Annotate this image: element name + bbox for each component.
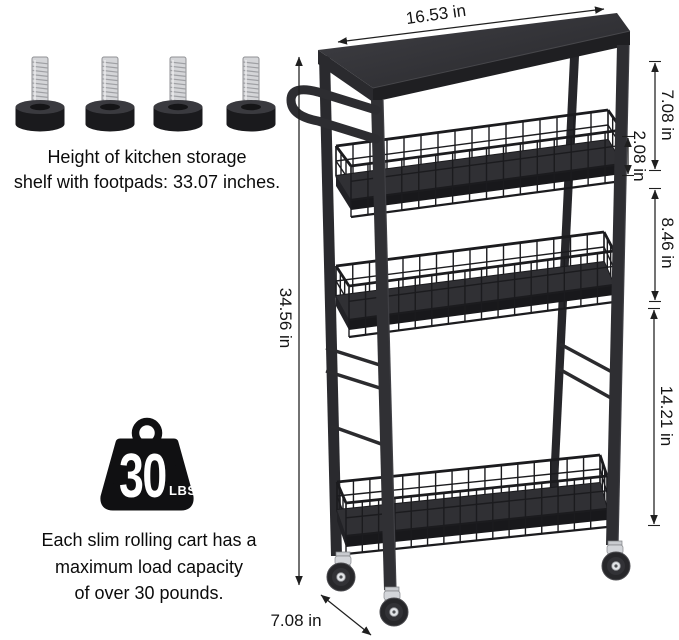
cart-handle bbox=[286, 85, 381, 144]
dimension-end-ticks bbox=[622, 60, 661, 527]
capacity-note-line3: of over 30 pounds. bbox=[74, 583, 224, 603]
capacity-note: Each slim rolling cart has a maximum loa… bbox=[0, 527, 298, 607]
caster-icons bbox=[326, 540, 631, 627]
dim-line-depth bbox=[320, 594, 372, 636]
footpads-note: Height of kitchen storage shelf with foo… bbox=[0, 145, 294, 195]
caster-icon bbox=[326, 551, 356, 592]
dim-label-tier-bottom: 14.21 in bbox=[657, 385, 676, 447]
dim-label-tier-middle: 8.46 in bbox=[658, 217, 677, 269]
cart-front-legs bbox=[371, 44, 630, 591]
footpads-note-line2: shelf with footpads: 33.07 inches. bbox=[13, 172, 281, 192]
cart-illustration bbox=[286, 13, 631, 627]
dim-label-tier-top: 7.08 in bbox=[658, 89, 677, 141]
caster-icon bbox=[601, 540, 631, 581]
weight-badge-icon bbox=[100, 417, 194, 511]
weight-badge-unit: LBS bbox=[169, 483, 197, 498]
dim-label-height: 34.56 in bbox=[276, 287, 295, 349]
footpad-icons bbox=[15, 56, 276, 132]
weight-badge-value: 30 bbox=[119, 442, 167, 511]
wire-basket bbox=[335, 453, 609, 556]
footpad-icon bbox=[226, 56, 276, 132]
dimension-lines bbox=[295, 6, 661, 636]
footpad-icon bbox=[153, 56, 203, 132]
dim-line-width bbox=[337, 6, 605, 45]
dim-label-basket: 2.08 in bbox=[630, 130, 649, 182]
footpads-note-line1: Height of kitchen storage bbox=[47, 147, 247, 167]
capacity-note-line2: maximum load capacity bbox=[54, 556, 244, 577]
cart-top-board bbox=[318, 13, 631, 102]
caster-icon bbox=[379, 586, 409, 627]
footpad-icon bbox=[85, 56, 135, 132]
side-rails bbox=[325, 342, 613, 448]
capacity-note-line1: Each slim rolling cart has a bbox=[41, 530, 257, 550]
footpad-icon bbox=[15, 56, 65, 132]
dim-label-depth: 7.08 in bbox=[270, 611, 322, 630]
